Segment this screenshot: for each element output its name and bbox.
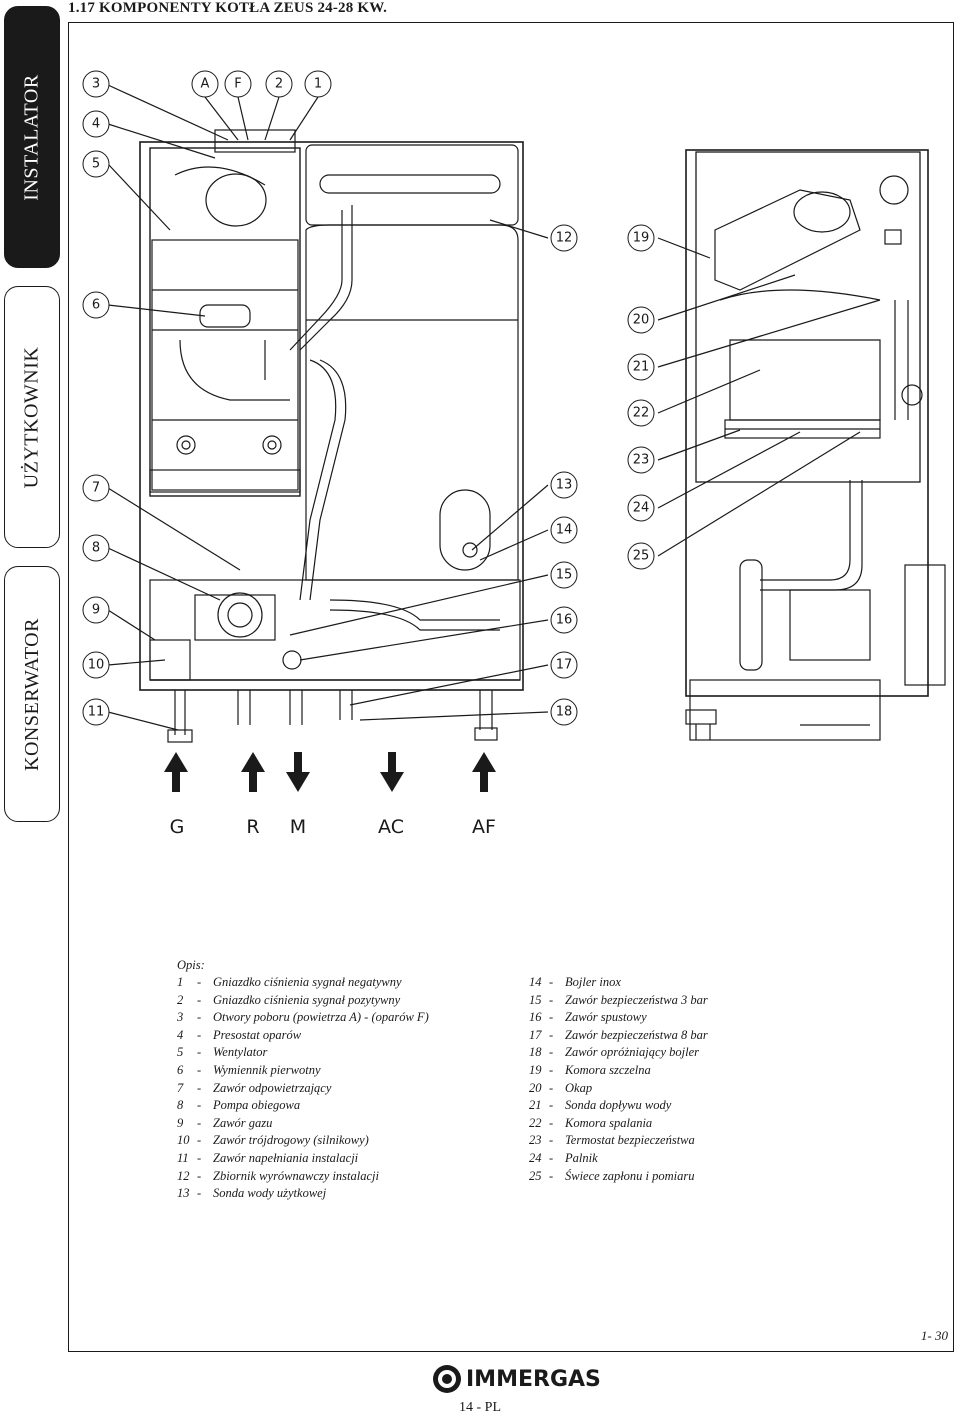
callout-9: 9 bbox=[92, 603, 100, 618]
legend-left: 1-Gniazdko ciśnienia sygnał negatywny 2-… bbox=[177, 974, 429, 1203]
callout-22: 22 bbox=[633, 406, 650, 421]
legend-item: 16-Zawór spustowy bbox=[529, 1010, 647, 1025]
callout-11: 11 bbox=[88, 705, 105, 720]
callout-17: 17 bbox=[556, 658, 573, 673]
callout-14: 14 bbox=[556, 523, 573, 538]
legend-item: 21-Sonda dopływu wody bbox=[529, 1098, 672, 1113]
legend-item: 8-Pompa obiegowa bbox=[177, 1098, 301, 1113]
legend-item: 12-Zbiornik wyrównawczy instalacji bbox=[177, 1168, 379, 1183]
legend-item: 3-Otwory poboru (powietrza A) - (oparów … bbox=[177, 1010, 429, 1025]
legend-item: 15-Zawór bezpieczeństwa 3 bar bbox=[529, 992, 708, 1007]
callout-23: 23 bbox=[633, 453, 650, 468]
legend-item: 7-Zawór odpowietrzający bbox=[177, 1080, 332, 1095]
callout-20: 20 bbox=[633, 313, 650, 328]
callout-A: A bbox=[201, 77, 210, 92]
legend-item: 22-Komora spalania bbox=[529, 1115, 653, 1130]
callout-24: 24 bbox=[633, 501, 650, 516]
callout-F: F bbox=[234, 77, 241, 92]
legend-item: 10-Zawór trójdrogowy (silnikowy) bbox=[177, 1133, 369, 1148]
callout-12: 12 bbox=[556, 231, 573, 246]
callout-25: 25 bbox=[633, 549, 650, 564]
tab-konserwator[interactable]: KONSERWATOR bbox=[4, 566, 60, 822]
boiler-diagram: 3 A F 2 1 4 5 6 7 8 9 10 11 12 13 14 15 … bbox=[82, 70, 946, 838]
logo-wordmark: IMMERGAS bbox=[466, 1366, 601, 1392]
legend-item: 24-Palnik bbox=[529, 1150, 598, 1165]
immergas-logo: IMMERGAS bbox=[432, 1364, 601, 1394]
immergas-emblem-icon bbox=[433, 1365, 461, 1393]
arrow-up-icon bbox=[164, 752, 188, 792]
legend-item: 14-Bojler inox bbox=[529, 975, 621, 989]
callout-8: 8 bbox=[92, 541, 100, 556]
legend-item: 23-Termostat bezpieczeństwa bbox=[529, 1133, 695, 1148]
connection-G: G bbox=[170, 816, 185, 838]
tab-uzytkownik[interactable]: UŻYTKOWNIK bbox=[4, 286, 60, 548]
footer-page-number: 14 - PL bbox=[459, 1400, 501, 1415]
callout-13: 13 bbox=[556, 478, 573, 493]
legend-right: 14-Bojler inox 15-Zawór bezpieczeństwa 3… bbox=[529, 974, 708, 1185]
connection-M: M bbox=[290, 816, 306, 838]
legend-item: 4-Presostat oparów bbox=[177, 1027, 302, 1042]
legend-item: 19-Komora szczelna bbox=[529, 1062, 651, 1077]
arrow-down-icon bbox=[286, 752, 310, 792]
arrow-down-icon bbox=[380, 752, 404, 792]
callout-6: 6 bbox=[92, 298, 100, 313]
connection-R: R bbox=[246, 816, 259, 838]
legend-item: 2-Gniazdko ciśnienia sygnał pozytywny bbox=[177, 992, 401, 1007]
legend-item: 25-Świece zapłonu i pomiaru bbox=[529, 1168, 695, 1183]
legend-title: Opis: bbox=[177, 958, 205, 972]
content-frame bbox=[68, 22, 954, 1352]
tab-instalator[interactable]: INSTALATOR bbox=[4, 6, 60, 268]
callout-18: 18 bbox=[556, 705, 573, 720]
callout-15: 15 bbox=[556, 568, 573, 583]
callout-5: 5 bbox=[92, 157, 100, 172]
legend-item: 18-Zawór opróżniający bojler bbox=[529, 1045, 700, 1060]
legend-item: 20-Okap bbox=[529, 1080, 593, 1095]
legend-item: 1-Gniazdko ciśnienia sygnał negatywny bbox=[177, 975, 402, 989]
legend-item: 13-Sonda wody użytkowej bbox=[177, 1186, 327, 1201]
callout-19: 19 bbox=[633, 231, 650, 246]
section-page-number: 1- 30 bbox=[920, 1328, 948, 1343]
callout-16: 16 bbox=[556, 613, 573, 628]
callout-21: 21 bbox=[633, 360, 650, 375]
callout-7: 7 bbox=[92, 481, 100, 496]
legend-item: 17-Zawór bezpieczeństwa 8 bar bbox=[529, 1027, 708, 1042]
arrow-up-icon bbox=[241, 752, 265, 792]
legend-item: 5-Wentylator bbox=[177, 1045, 268, 1060]
legend-item: 11-Zawór napełniania instalacji bbox=[177, 1150, 359, 1165]
callout-10: 10 bbox=[88, 658, 105, 673]
callout-3: 3 bbox=[92, 77, 100, 92]
legend-item: 6-Wymiennik pierwotny bbox=[177, 1062, 321, 1077]
connection-AC: AC bbox=[378, 816, 404, 838]
callout-4: 4 bbox=[92, 117, 100, 132]
callout-1: 1 bbox=[314, 77, 322, 92]
connection-AF: AF bbox=[472, 816, 496, 838]
arrow-up-icon bbox=[472, 752, 496, 792]
callout-2: 2 bbox=[275, 77, 283, 92]
section-title: 1.17 KOMPONENTY KOTŁA ZEUS 24-28 KW. bbox=[68, 0, 388, 16]
legend-item: 9-Zawór gazu bbox=[177, 1115, 273, 1130]
